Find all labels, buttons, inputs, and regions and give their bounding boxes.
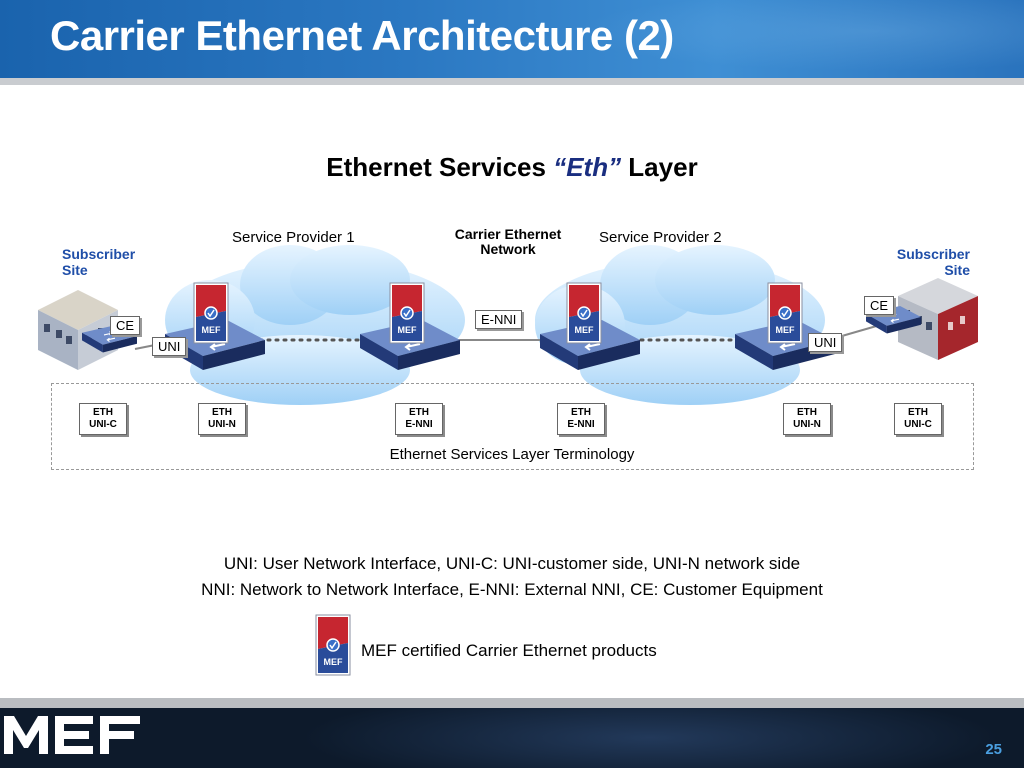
footer-glow (300, 708, 1000, 768)
enni-label: E-NNI (475, 310, 523, 329)
mef-badge-2 (389, 282, 425, 344)
label-service-provider-1: Service Provider 1 (232, 229, 355, 246)
eth-box-line2: E-NNI (567, 419, 595, 430)
subscriber-left-line-1: Subscriber (62, 246, 136, 262)
eth-box-line2: E-NNI (405, 419, 433, 430)
mef-footer-logo (4, 716, 140, 754)
ce-label-right: CE (864, 296, 895, 315)
eth-box-line1: ETH (571, 407, 591, 418)
title-texture (524, 0, 1024, 78)
eth-box-line2: UNI-C (89, 419, 117, 430)
eth-box-line1: ETH (908, 407, 928, 418)
label-subscriber-site-left: Subscriber Site (62, 246, 135, 278)
definition-nni: NNI: Network to Network Interface, E-NNI… (201, 580, 823, 599)
subtitle-eth: “Eth” (553, 152, 622, 182)
subscriber-right-line-1: Subscriber (896, 246, 970, 262)
eth-box-line2: UNI-C (904, 419, 932, 430)
terminology-area (51, 383, 974, 470)
footer-divider (0, 698, 1024, 708)
subscriber-left-line-2: Site (62, 262, 88, 278)
uni-link-right (834, 324, 881, 339)
label-subscriber-site-right: Subscriber Site (872, 246, 970, 278)
legend-text: MEF certified Carrier Ethernet products (361, 641, 657, 660)
terminology-caption: Ethernet Services Layer Terminology (389, 446, 635, 463)
slide-title: Carrier Ethernet Architecture (2) (50, 12, 674, 59)
subtitle-post: Layer (621, 152, 698, 182)
label-service-provider-2: Service Provider 2 (599, 229, 722, 246)
mef-legend-badge (315, 614, 351, 676)
eth-box-line1: ETH (797, 407, 817, 418)
subscriber-right-line-2: Site (944, 262, 970, 278)
eth-box-line1: ETH (409, 407, 429, 418)
eth-box-line1: ETH (212, 407, 232, 418)
ce-label-left: CE (110, 316, 141, 335)
mef-badge-4 (767, 282, 803, 344)
page-number: 25 (985, 741, 1002, 758)
title-underline (0, 78, 1024, 85)
cen-line-1: Carrier Ethernet (454, 226, 562, 242)
eth-box-line2: UNI-N (208, 419, 236, 430)
eth-box-line1: ETH (93, 407, 113, 418)
subscriber-building-right (898, 278, 978, 360)
eth-box-line2: UNI-N (793, 419, 821, 430)
uni-label-right: UNI (808, 333, 843, 352)
cen-line-2: Network (480, 241, 536, 257)
definition-uni: UNI: User Network Interface, UNI-C: UNI-… (223, 554, 801, 573)
mef-badge-1 (193, 282, 229, 344)
label-carrier-ethernet-network: Carrier Ethernet Network (438, 226, 578, 257)
title-bar: Carrier Ethernet Architecture (2) (0, 0, 1024, 78)
diagram-subtitle: Ethernet Services “Eth” Layer (0, 152, 1024, 183)
mef-badge-3 (566, 282, 602, 344)
uni-label-left: UNI (152, 337, 187, 356)
subtitle-pre: Ethernet Services (326, 152, 554, 182)
footer-bar: 25 (0, 708, 1024, 768)
